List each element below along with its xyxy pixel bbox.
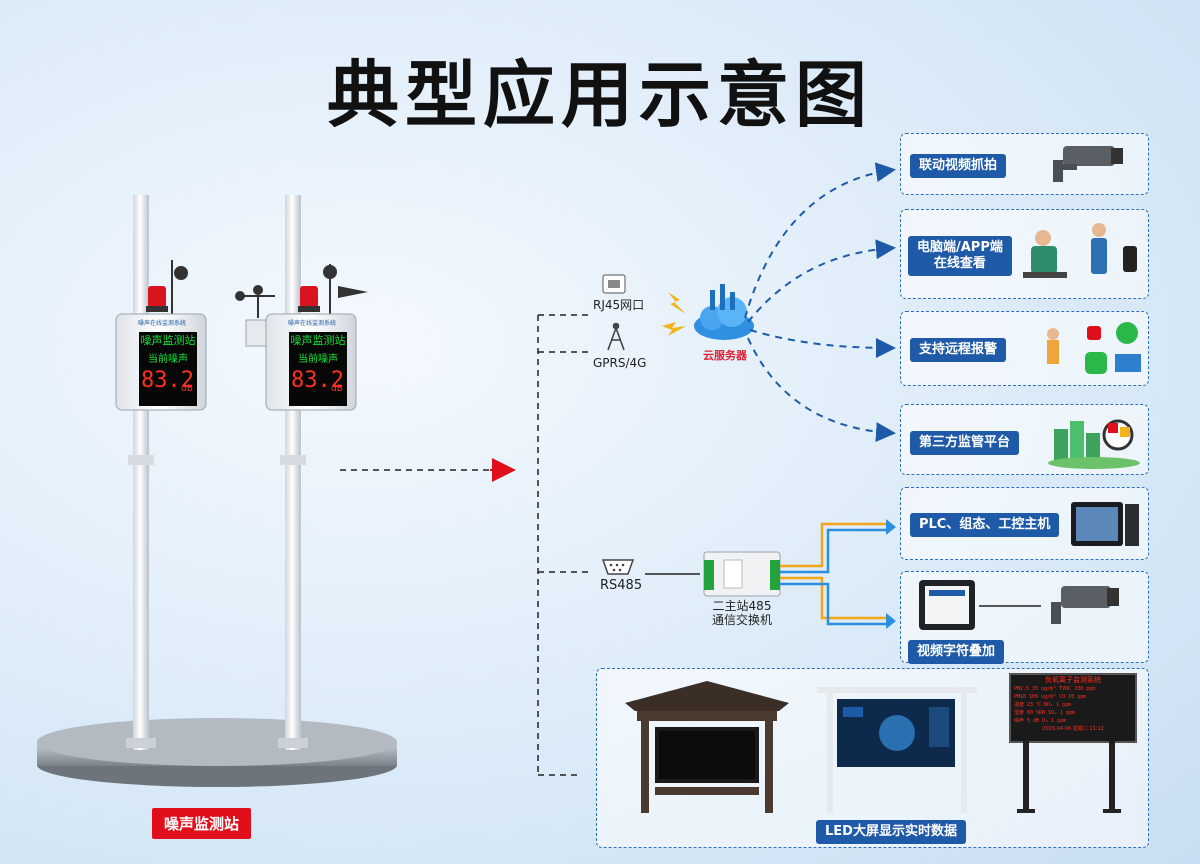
rj45-label: RJ45网口 xyxy=(593,298,645,312)
screen-unit-left: dB xyxy=(181,384,193,394)
output-label: 视频字符叠加 xyxy=(908,640,1005,664)
led-board-stand xyxy=(1017,741,1121,813)
overlay-device-icon xyxy=(919,580,1119,630)
output-panel-alarm: 支持远程报警 xyxy=(900,311,1149,386)
screen-value-right: 83.2 xyxy=(291,368,344,393)
screen-unit-right: dB xyxy=(331,384,343,394)
station-label: 噪声监测站 xyxy=(152,808,252,839)
regulator-platform-icon xyxy=(1048,419,1140,469)
output-panel-third-party: 第三方监管平台 xyxy=(900,404,1149,475)
rs485-label: RS485 xyxy=(600,578,643,593)
station-base xyxy=(37,718,397,787)
cloud-server-icon xyxy=(694,284,754,340)
industrial-pc-icon xyxy=(1071,502,1139,546)
output-panel-online-view: 电脑端/APP端 在线查看 xyxy=(900,209,1149,299)
cloud-label: 云服务器 xyxy=(703,349,747,362)
gprs-label: GPRS/4G xyxy=(593,356,647,370)
user-devices-icon xyxy=(1023,223,1137,278)
rs485-switch-device xyxy=(703,551,781,597)
output-label: 支持远程报警 xyxy=(910,338,1007,362)
antenna-tower-icon xyxy=(607,322,625,351)
led-board-row: 温度 23 ℃ NO₂ 1 ppm xyxy=(1014,702,1072,708)
screen-sub-right: 当前噪声 xyxy=(298,354,338,365)
alarm-channels-icon xyxy=(1047,322,1141,374)
cctv-camera-icon xyxy=(1053,146,1123,182)
switch-wires xyxy=(780,519,896,629)
screen-header-right: 噪声在线监测系统 xyxy=(287,320,336,327)
cloud-links xyxy=(744,162,896,443)
screen-title-right: 噪声监测站 xyxy=(290,334,346,347)
output-panel-video-capture: 联动视频抓拍 xyxy=(900,133,1149,195)
led-board-header: 负氧离子监测系统 xyxy=(1045,676,1101,684)
dashboard-screen-icon xyxy=(817,687,977,813)
screen-sub-left: 当前噪声 xyxy=(148,354,188,365)
led-board: 负氧离子监测系统 PM2.5 35 ug/m³ TVOC 230 ppb PM1… xyxy=(1009,673,1137,743)
pole-right xyxy=(235,195,368,750)
switch-label: 二主站485 通信交换机 xyxy=(711,599,772,627)
output-panel-overlay: 视频字符叠加 xyxy=(900,571,1149,664)
screen-header-left: 噪声在线监测系统 xyxy=(137,320,186,327)
output-label: 电脑端/APP端 在线查看 xyxy=(908,236,1012,276)
output-label: 联动视频抓拍 xyxy=(910,154,1007,178)
output-panel-plc: PLC、组态、工控主机 xyxy=(900,487,1149,560)
dashed-bus xyxy=(537,314,588,776)
screen-value-left: 83.2 xyxy=(141,368,194,393)
signal-bolt-icon xyxy=(662,322,686,336)
led-board-row: PM10 100 ug/m³ CO 10 ppm xyxy=(1014,694,1087,700)
signal-bolt-icon xyxy=(668,292,686,314)
led-board-row: 噪声 5 dB O₃ 1 ppm xyxy=(1014,718,1067,724)
rj45-icon xyxy=(602,274,626,294)
pavilion-led-display-icon xyxy=(625,681,789,813)
output-panel-led: 负氧离子监测系统 PM2.5 35 ug/m³ TVOC 230 ppb PM1… xyxy=(596,668,1149,848)
led-board-row: 湿度 60 %RH SO₂ 1 ppm xyxy=(1014,710,1076,716)
led-board-footer: 2023-04-06 星期二 11:12 xyxy=(1042,726,1104,732)
page-title: 典型应用示意图 xyxy=(326,53,873,137)
output-label: LED大屏显示实时数据 xyxy=(816,820,966,844)
pole-left xyxy=(115,195,207,750)
led-board-row: PM2.5 35 ug/m³ TVOC 230 ppb xyxy=(1014,686,1096,692)
output-label: 第三方监管平台 xyxy=(910,431,1020,455)
screen-title-left: 噪声监测站 xyxy=(140,334,196,347)
serial-port-icon xyxy=(601,559,635,575)
output-label: PLC、组态、工控主机 xyxy=(910,513,1060,537)
